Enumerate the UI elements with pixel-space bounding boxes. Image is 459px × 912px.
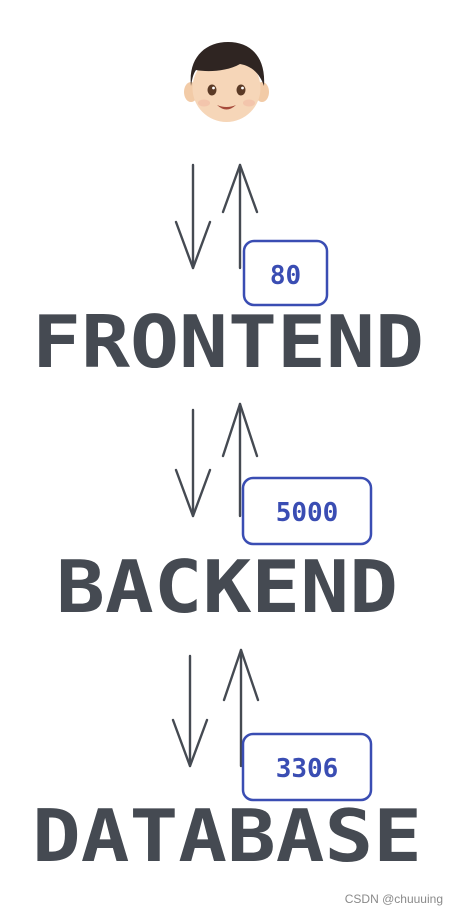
port-badge-backend: 5000: [241, 476, 373, 546]
arrow-pair-user-frontend: [174, 163, 259, 270]
arrow-up-icon: [221, 163, 259, 270]
arrow-up-icon: [222, 648, 260, 768]
watermark: CSDN @chuuuing: [344, 892, 443, 906]
arrow-up-icon: [221, 402, 259, 518]
port-label: 3306: [276, 754, 339, 784]
port-badge-frontend: 80: [242, 239, 329, 307]
boy-face-icon: [184, 42, 269, 122]
arrow-down-icon: [174, 163, 212, 270]
arrow-pair-frontend-backend: [174, 402, 259, 518]
port-badge-database: 3306: [241, 732, 373, 802]
layer-label-frontend: FRONTEND: [32, 300, 424, 384]
port-label: 80: [270, 261, 301, 291]
arrow-down-icon: [171, 654, 209, 768]
port-label: 5000: [276, 498, 339, 528]
layer-label-database: DATABASE: [32, 794, 422, 878]
arrow-down-icon: [174, 408, 212, 518]
layer-label-backend: BACKEND: [56, 545, 398, 629]
arrow-pair-backend-database: [171, 648, 260, 768]
